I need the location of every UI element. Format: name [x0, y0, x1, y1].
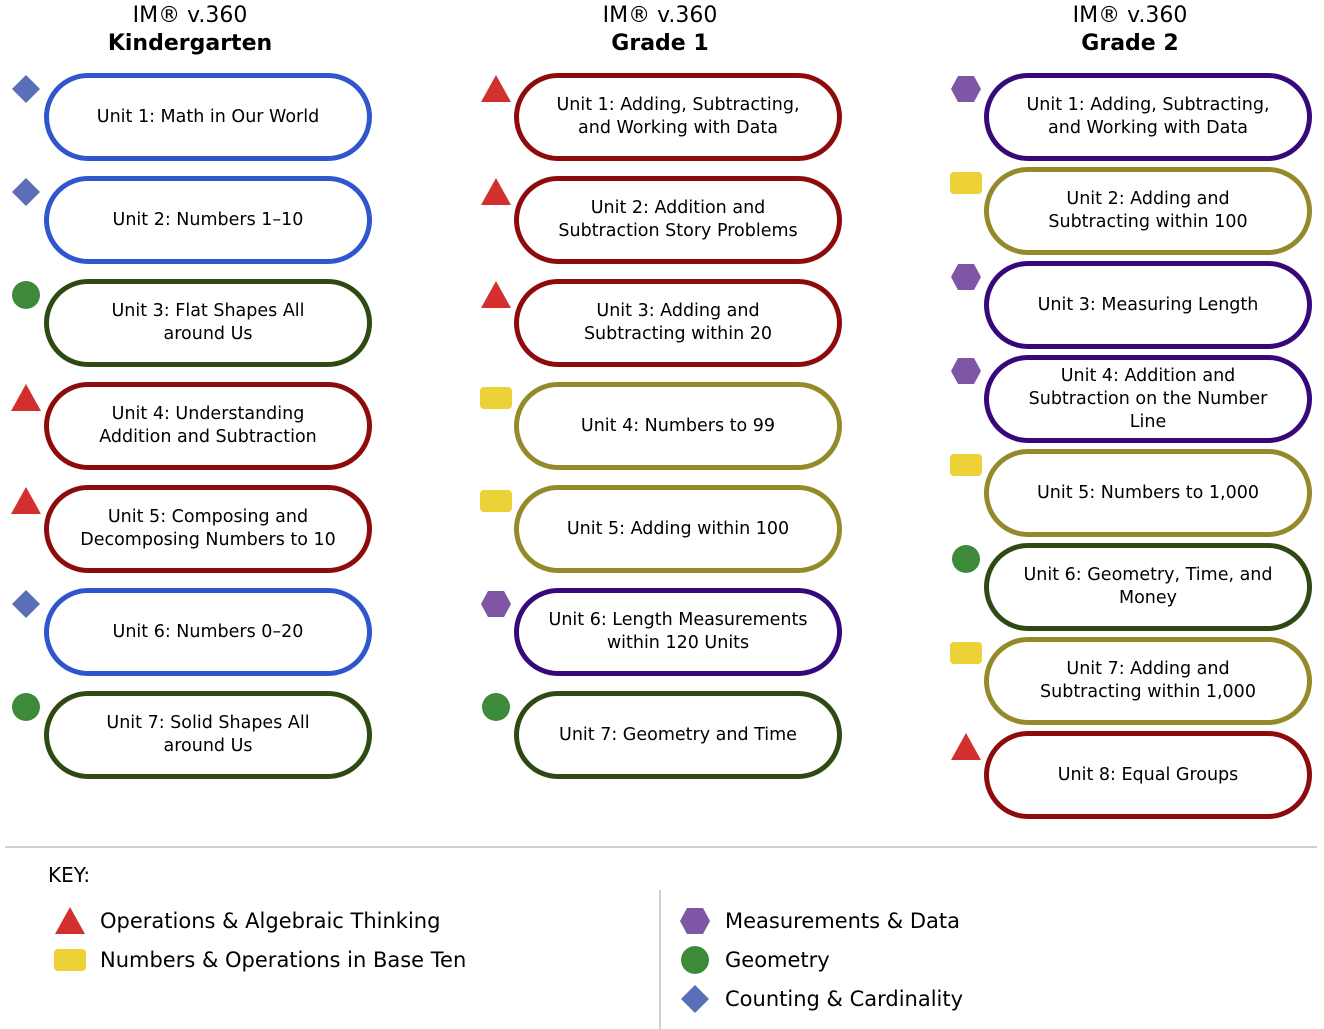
unit-label: Unit 5: Adding within 100 — [566, 518, 790, 539]
unit-label: Unit 6: Geometry, Time, and Money — [1023, 565, 1273, 608]
legend-label: Measurements & Data — [725, 909, 960, 933]
key-divider — [5, 846, 1317, 848]
diamond-icon — [677, 984, 725, 1014]
grade-title: Grade 2 — [1081, 31, 1179, 56]
grade-title: Kindergarten — [107, 31, 273, 56]
unit-label: Unit 5: Numbers to 1,000 — [1037, 482, 1259, 503]
hexagon-icon — [480, 589, 512, 619]
circle-icon — [677, 945, 725, 975]
triangle-icon — [10, 383, 42, 413]
unit-pill: Unit 6: Length Measurements within 120 U… — [514, 588, 842, 676]
unit-pill: Unit 3: Adding and Subtracting within 20 — [514, 279, 842, 367]
rectangle-icon — [480, 486, 512, 516]
legend-label: Geometry — [725, 948, 830, 972]
curriculum-version: IM® v.360 — [602, 3, 718, 28]
unit-label: Unit 4: Understanding Addition and Subtr… — [99, 404, 317, 447]
unit-pill: Unit 1: Adding, Subtracting, and Working… — [984, 73, 1312, 161]
diamond-icon — [10, 589, 42, 619]
unit-label: Unit 1: Adding, Subtracting, and Working… — [1026, 95, 1270, 138]
unit-pill: Unit 2: Numbers 1–10 — [44, 176, 372, 264]
rectangle-icon — [950, 638, 982, 668]
legend-item-geometry: Geometry — [677, 945, 830, 975]
legend-label: Numbers & Operations in Base Ten — [100, 948, 467, 972]
hexagon-icon — [950, 74, 982, 104]
unit-pill: Unit 2: Addition and Subtraction Story P… — [514, 176, 842, 264]
unit-pill: Unit 6: Geometry, Time, and Money — [984, 543, 1312, 631]
unit-pill: Unit 5: Adding within 100 — [514, 485, 842, 573]
unit-label: Unit 1: Adding, Subtracting, and Working… — [556, 95, 800, 138]
triangle-icon — [480, 74, 512, 104]
unit-label: Unit 6: Numbers 0–20 — [112, 621, 304, 642]
triangle-icon — [950, 732, 982, 762]
legend-item-base-ten: Numbers & Operations in Base Ten — [52, 945, 466, 975]
circle-icon — [10, 280, 42, 310]
unit-pill: Unit 7: Solid Shapes All around Us — [44, 691, 372, 779]
unit-pill: Unit 7: Geometry and Time — [514, 691, 842, 779]
unit-pill: Unit 4: Addition and Subtraction on the … — [984, 355, 1312, 443]
unit-label: Unit 5: Composing and Decomposing Number… — [80, 507, 336, 550]
triangle-icon — [480, 177, 512, 207]
hexagon-icon — [950, 262, 982, 292]
grade-title: Grade 1 — [611, 31, 709, 56]
unit-pill: Unit 6: Numbers 0–20 — [44, 588, 372, 676]
rectangle-icon — [950, 450, 982, 480]
hexagon-icon — [950, 356, 982, 386]
legend-item-operations: Operations & Algebraic Thinking — [52, 906, 440, 936]
rectangle-icon — [480, 383, 512, 413]
unit-label: Unit 8: Equal Groups — [1057, 764, 1239, 785]
key-column-divider — [659, 890, 661, 1029]
curriculum-version: IM® v.360 — [132, 3, 248, 28]
diamond-icon — [10, 74, 42, 104]
circle-icon — [480, 692, 512, 722]
circle-icon — [10, 692, 42, 722]
unit-pill: Unit 8: Equal Groups — [984, 731, 1312, 819]
key-title: KEY: — [48, 863, 91, 887]
unit-pill: Unit 2: Adding and Subtracting within 10… — [984, 167, 1312, 255]
legend-item-counting: Counting & Cardinality — [677, 984, 963, 1014]
legend-label: Operations & Algebraic Thinking — [100, 909, 441, 933]
unit-label: Unit 2: Adding and Subtracting within 10… — [1048, 189, 1248, 232]
unit-label: Unit 7: Solid Shapes All around Us — [106, 713, 310, 756]
unit-label: Unit 1: Math in Our World — [96, 106, 320, 127]
unit-pill: Unit 1: Adding, Subtracting, and Working… — [514, 73, 842, 161]
unit-label: Unit 3: Measuring Length — [1037, 294, 1259, 315]
diamond-icon — [10, 177, 42, 207]
column-header: IM® v.360 Grade 1 — [425, 2, 895, 58]
unit-pill: Unit 4: Understanding Addition and Subtr… — [44, 382, 372, 470]
legend-label: Counting & Cardinality — [725, 987, 964, 1011]
unit-label: Unit 6: Length Measurements within 120 U… — [548, 610, 808, 653]
unit-label: Unit 2: Addition and Subtraction Story P… — [558, 198, 798, 241]
column-header: IM® v.360 Grade 2 — [895, 2, 1324, 58]
rectangle-icon — [950, 168, 982, 198]
unit-label: Unit 7: Geometry and Time — [559, 724, 797, 745]
unit-label: Unit 2: Numbers 1–10 — [112, 209, 304, 230]
unit-label: Unit 7: Adding and Subtracting within 1,… — [1040, 659, 1256, 702]
rectangle-icon — [52, 945, 100, 975]
circle-icon — [950, 544, 982, 574]
unit-pill: Unit 1: Math in Our World — [44, 73, 372, 161]
unit-pill: Unit 5: Numbers to 1,000 — [984, 449, 1312, 537]
unit-label: Unit 3: Adding and Subtracting within 20 — [583, 301, 773, 344]
legend-item-measurement: Measurements & Data — [677, 906, 960, 936]
unit-label: Unit 3: Flat Shapes All around Us — [111, 301, 305, 344]
unit-pill: Unit 5: Composing and Decomposing Number… — [44, 485, 372, 573]
triangle-icon — [480, 280, 512, 310]
unit-pill: Unit 3: Measuring Length — [984, 261, 1312, 349]
hexagon-icon — [677, 906, 725, 936]
curriculum-version: IM® v.360 — [1072, 3, 1188, 28]
triangle-icon — [10, 486, 42, 516]
unit-pill: Unit 7: Adding and Subtracting within 1,… — [984, 637, 1312, 725]
triangle-icon — [52, 906, 100, 936]
unit-pill: Unit 4: Numbers to 99 — [514, 382, 842, 470]
unit-label: Unit 4: Addition and Subtraction on the … — [1028, 365, 1268, 432]
unit-label: Unit 4: Numbers to 99 — [580, 415, 776, 436]
unit-pill: Unit 3: Flat Shapes All around Us — [44, 279, 372, 367]
column-header: IM® v.360 Kindergarten — [0, 2, 425, 58]
